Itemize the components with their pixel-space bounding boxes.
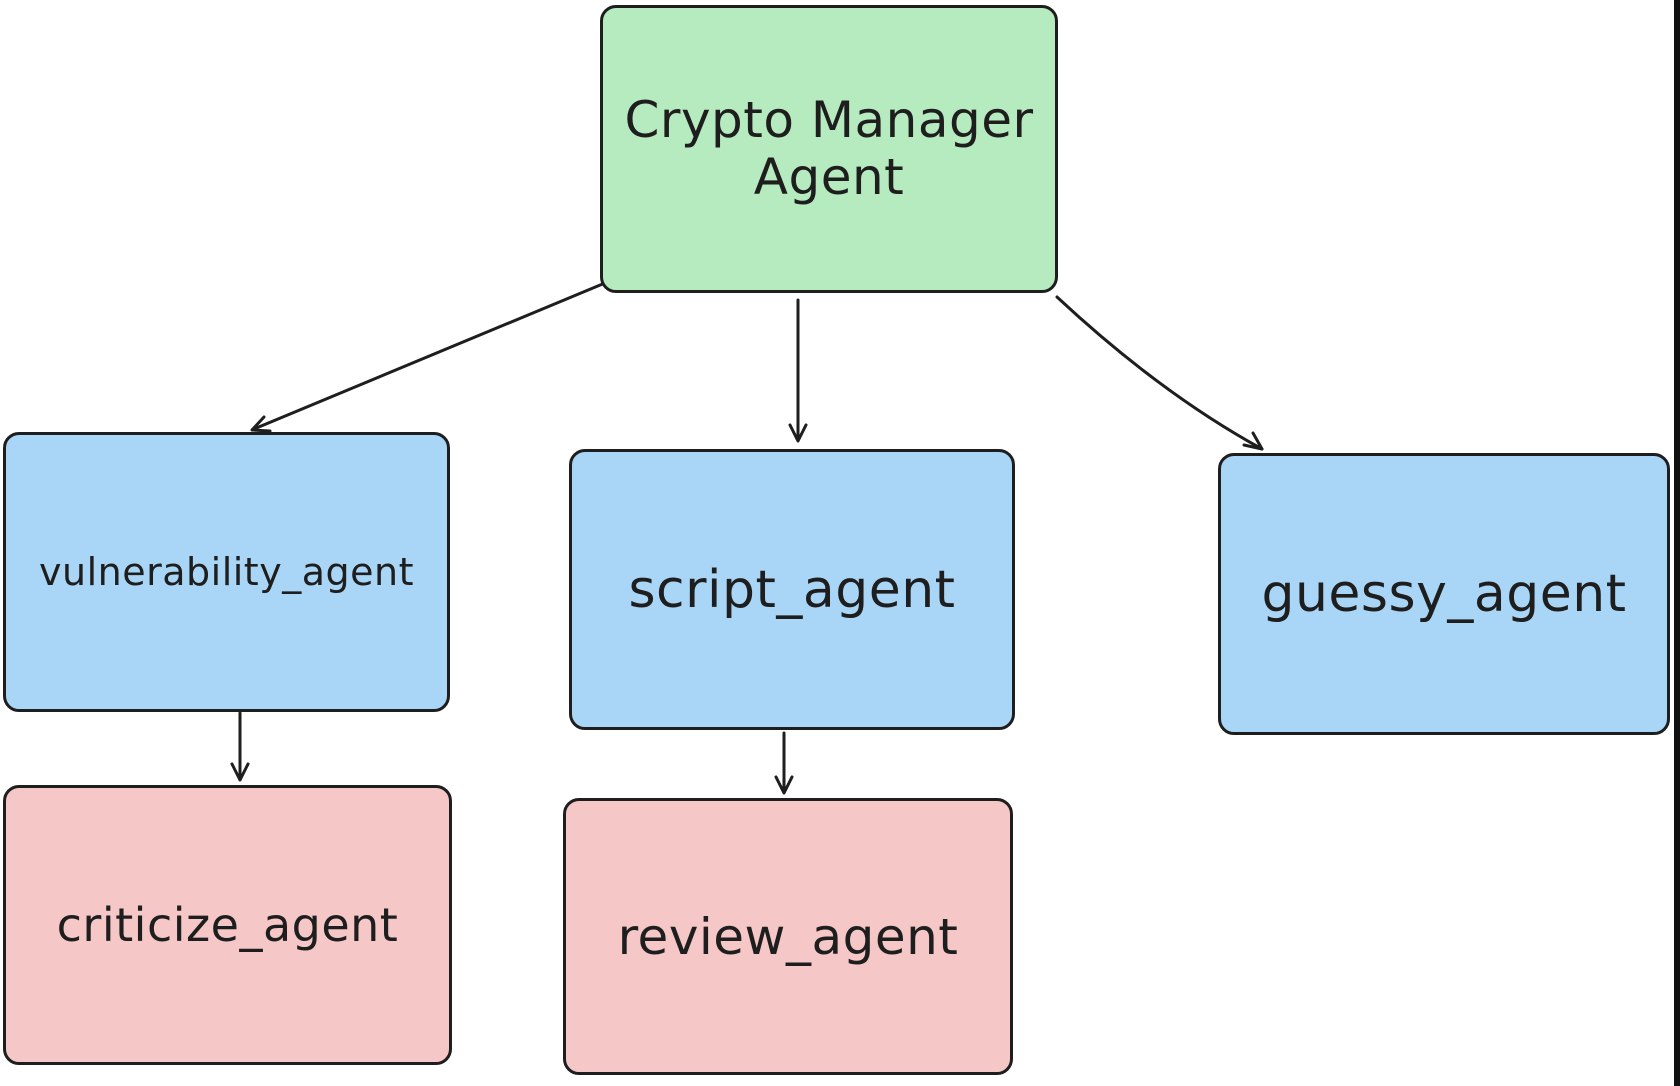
- edge-crypto-manager-to-guessy-agent: [1055, 295, 1264, 451]
- node-crypto-manager-agent: Crypto Manager Agent: [600, 5, 1058, 293]
- node-label: Crypto Manager Agent: [624, 90, 1034, 206]
- node-script-agent: script_agent: [569, 449, 1015, 730]
- node-label: criticize_agent: [56, 898, 399, 952]
- node-guessy-agent: guessy_agent: [1218, 453, 1670, 735]
- edge-crypto-manager-to-script-agent: [788, 298, 808, 443]
- node-label: script_agent: [628, 559, 956, 620]
- node-vulnerability-agent: vulnerability_agent: [3, 432, 450, 712]
- edge-crypto-manager-to-vulnerability-agent: [250, 281, 607, 433]
- node-label: review_agent: [617, 907, 959, 966]
- node-label: vulnerability_agent: [39, 550, 414, 594]
- edge-script-agent-to-review-agent: [774, 731, 794, 795]
- node-criticize-agent: criticize_agent: [3, 785, 452, 1065]
- edge-vulnerability-agent-to-criticize-agent: [230, 711, 250, 782]
- node-label: guessy_agent: [1261, 564, 1627, 624]
- screen-right-edge-bar: [1674, 0, 1680, 1086]
- node-review-agent: review_agent: [563, 798, 1013, 1075]
